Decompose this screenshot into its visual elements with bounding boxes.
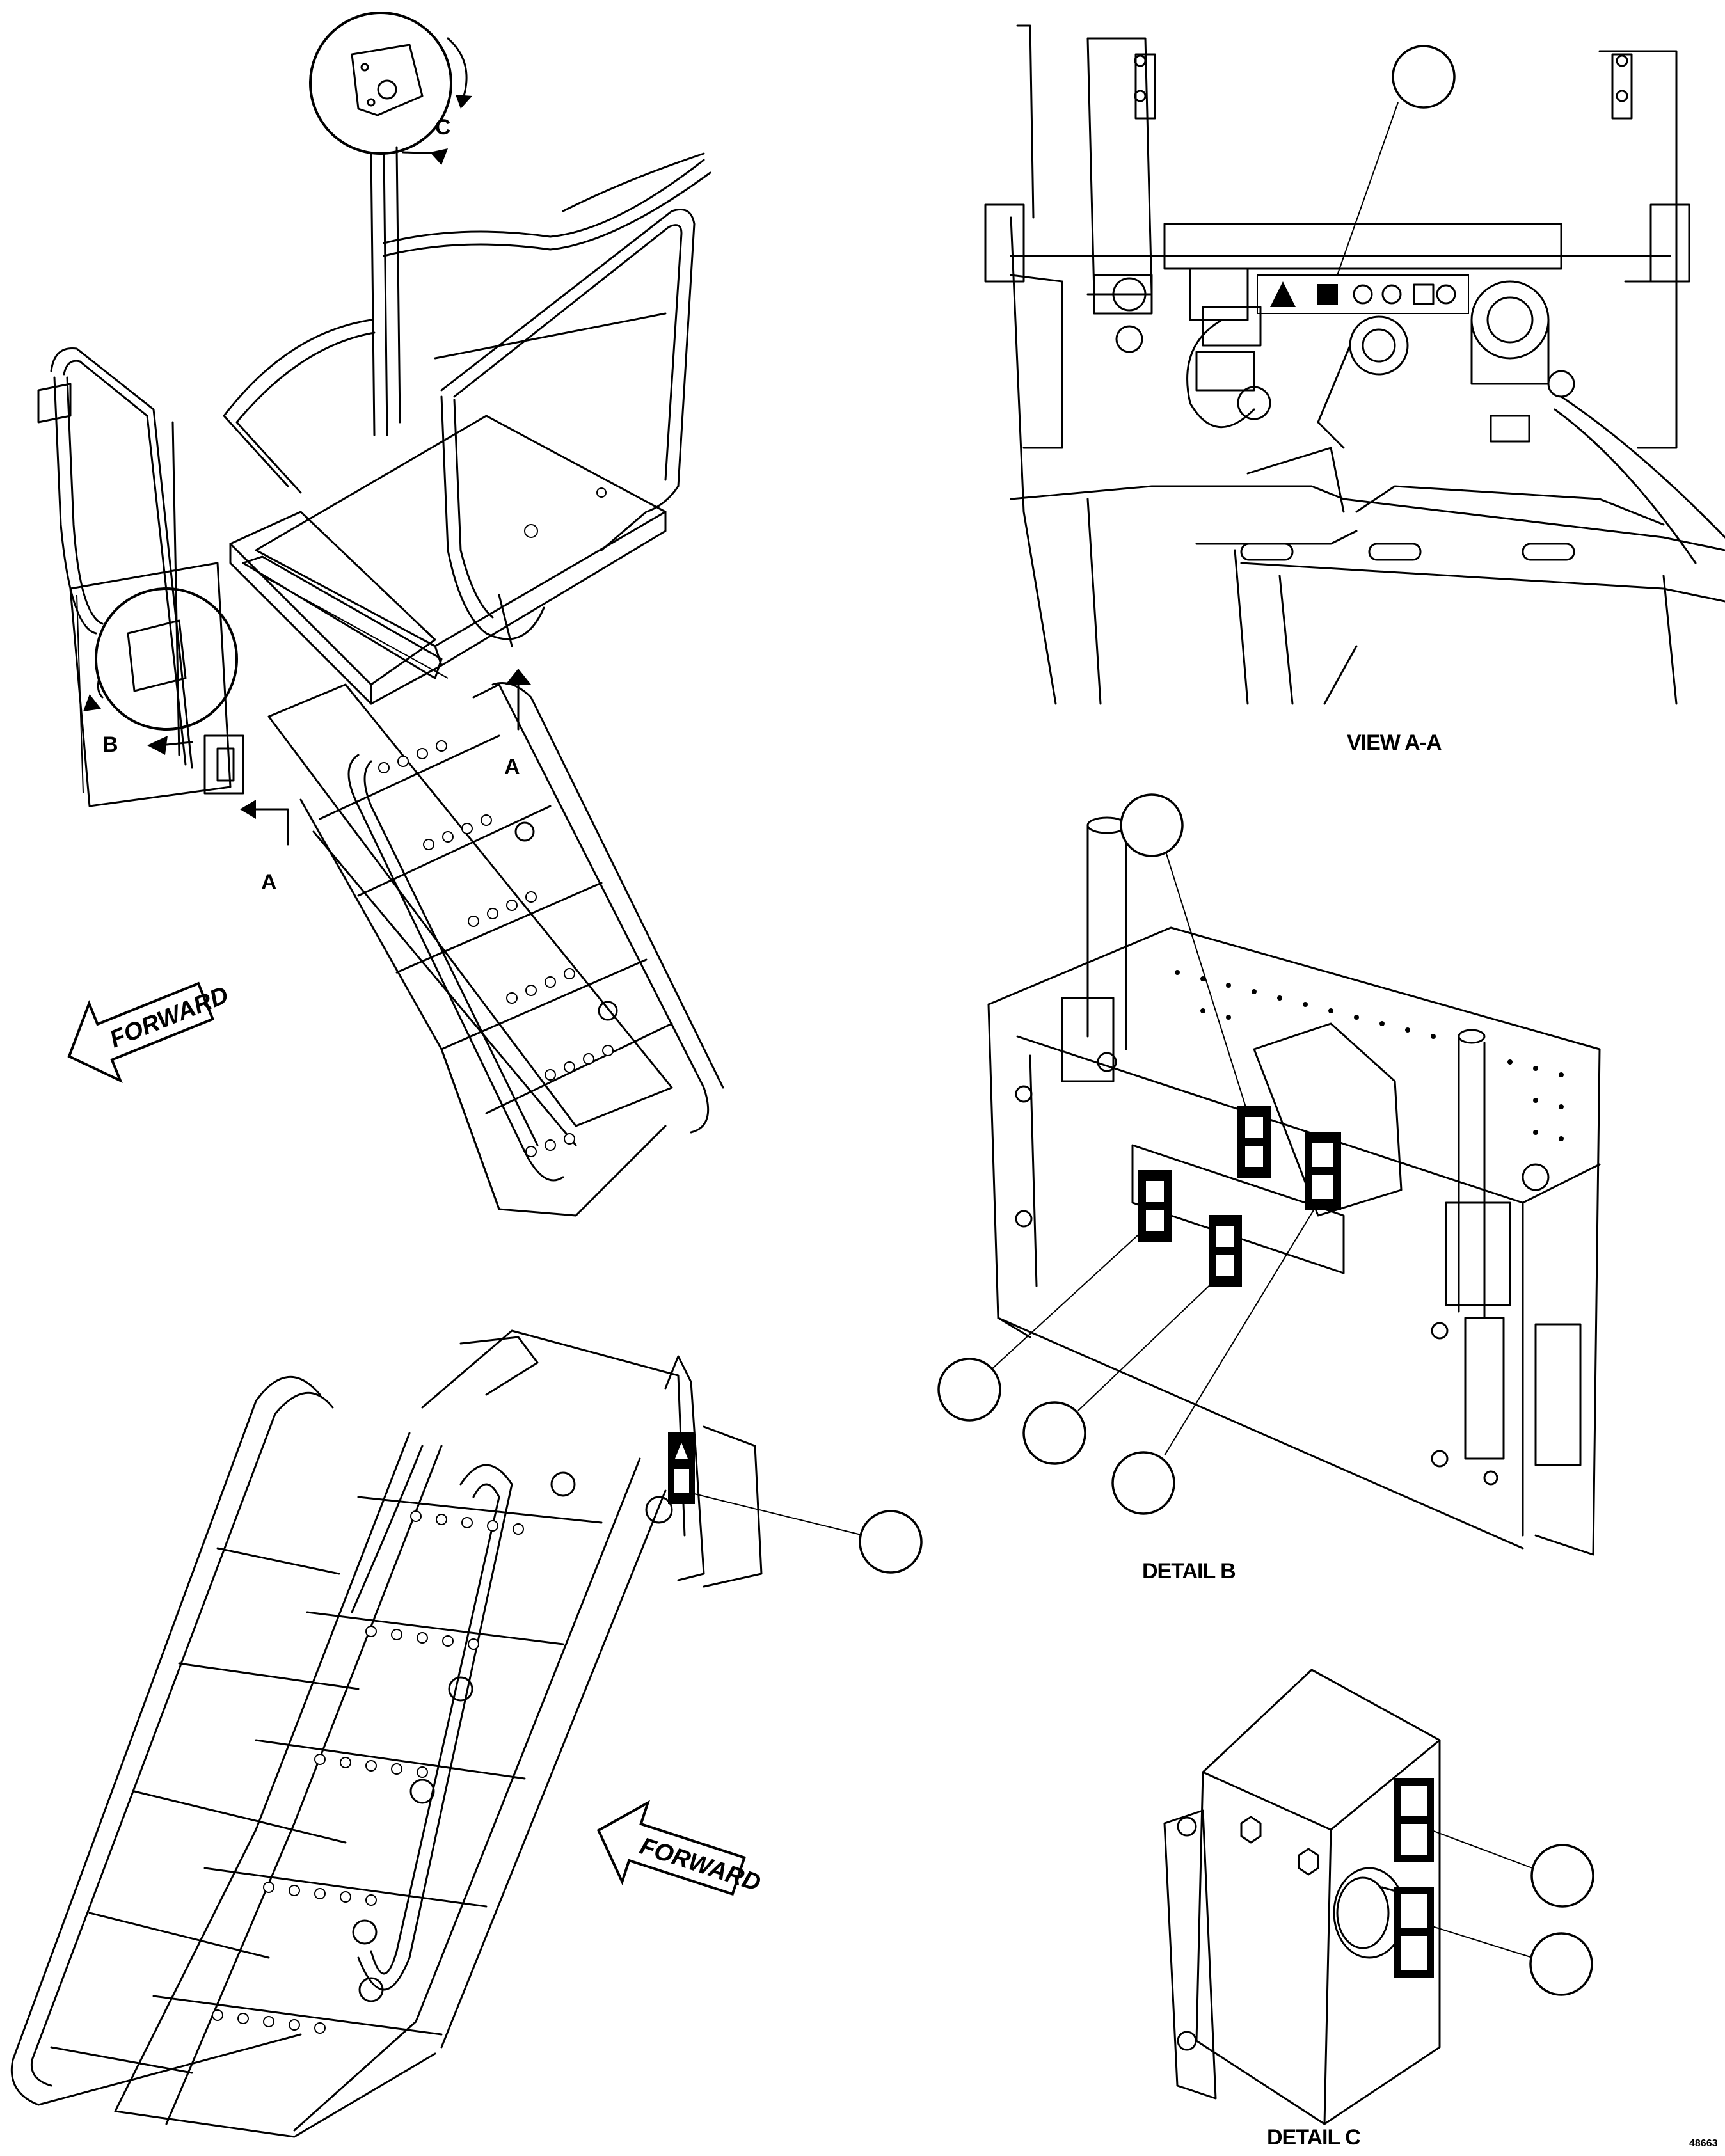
detail-b-perforations: [1175, 970, 1564, 1141]
detail-b-callouts: [937, 793, 1319, 1515]
detail-b-caption: DETAIL B: [1142, 1559, 1236, 1583]
view-a-a-decal-strip: [1257, 274, 1469, 314]
ladder-tread-perforations: [212, 1510, 524, 2034]
view-a-marker-left: A: [261, 870, 277, 894]
ladder-outer-rail: [10, 1376, 360, 2106]
platform-assembly-view: C: [37, 12, 724, 1217]
ladder-bracket: [645, 1355, 763, 1588]
right-handrail: [434, 209, 696, 647]
forward-arrow-upper: FORWARD: [67, 981, 232, 1083]
ladder-assembly-view: FORWARD: [10, 1329, 923, 2138]
view-a-a: VIEW A-A: [984, 24, 1725, 755]
detail-c-view: DETAIL C: [1163, 1669, 1594, 2150]
view-b-marker: B: [102, 733, 118, 757]
view-a-marker-right: A: [504, 755, 520, 779]
detail-c-decals: [1394, 1778, 1434, 1978]
detail-b-view: DETAIL B: [937, 793, 1601, 1583]
forward-arrow-lower: FORWARD: [596, 1800, 764, 1897]
tread-perforations: [378, 740, 614, 1157]
view-a-a-frame: [984, 24, 1725, 705]
view-a-a-callout: [1337, 45, 1456, 276]
control-box: B: [69, 562, 244, 807]
access-ladder: [267, 682, 724, 1217]
view-a-a-caption: VIEW A-A: [1347, 731, 1442, 755]
section-a-arrows: A A: [240, 669, 531, 894]
detail-b-decals: [1138, 1106, 1341, 1287]
view-c-marker: C: [435, 115, 451, 139]
figure-number: 48663: [1689, 2138, 1718, 2149]
ladder-frame: [114, 1329, 686, 2138]
ladder-callout: [694, 1493, 923, 1574]
left-handrail: [37, 347, 193, 769]
detail-c-caption: DETAIL C: [1267, 2125, 1360, 2150]
detail-c-callouts: [1429, 1829, 1594, 1996]
platform-deck: [242, 415, 667, 679]
cable-harness: [223, 146, 711, 494]
step-cover: [229, 511, 443, 705]
detail-b-magnifier: [95, 587, 238, 731]
view-a-a-connectors: [1093, 267, 1725, 564]
detail-c-magnifier: C: [309, 12, 472, 165]
